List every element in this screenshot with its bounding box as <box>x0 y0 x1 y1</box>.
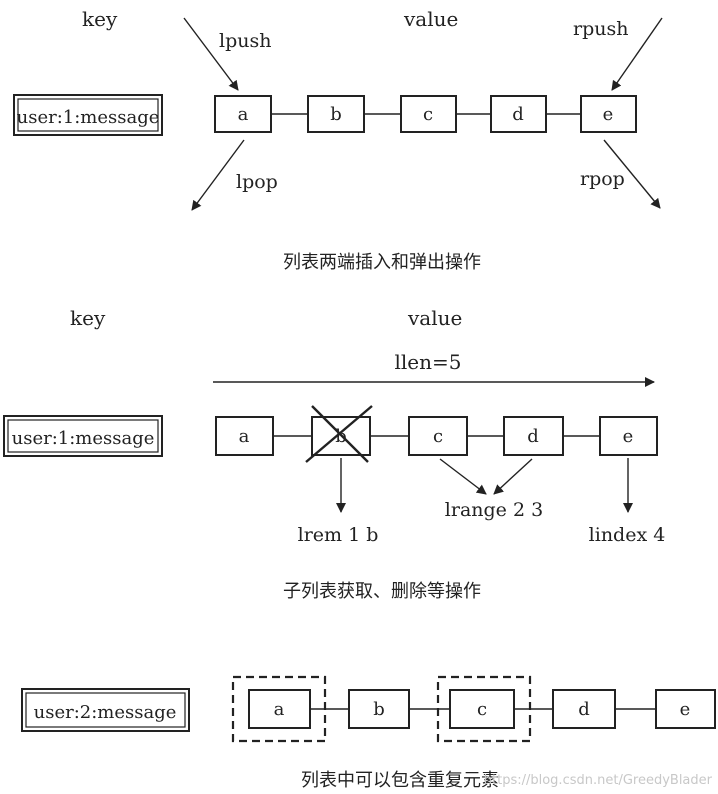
node-label: c <box>433 426 443 447</box>
list-node: e <box>599 416 658 456</box>
value-label: value <box>403 7 458 31</box>
list-node: c <box>449 689 515 729</box>
key-box-text: user:1:message <box>12 428 155 449</box>
lindex-label: lindex 4 <box>589 524 666 546</box>
list-node: b <box>348 689 410 729</box>
lpop-label: lpop <box>236 171 278 193</box>
caption: 列表两端插入和弹出操作 <box>283 252 481 273</box>
value-label: value <box>407 306 462 330</box>
key-box: user:2:message <box>21 688 190 732</box>
list-node: a <box>214 95 272 133</box>
list-node: a <box>248 689 311 729</box>
key-label: key <box>82 7 118 31</box>
rpush-arrow <box>611 17 663 91</box>
node-label: d <box>512 104 524 125</box>
list-node-removed: b <box>305 405 373 463</box>
panel-sublist: key value llen=5 user:1:message a b <box>3 306 666 602</box>
node-label: e <box>623 426 634 447</box>
panel-duplicates: user:2:message a b c d <box>21 675 716 791</box>
panel-push-pop: key value user:1:message a b c <box>13 7 663 273</box>
cross-mark <box>311 405 369 463</box>
list-node: e <box>580 95 637 133</box>
node-label: b <box>330 104 342 125</box>
key-box: user:1:message <box>3 415 163 457</box>
llen-label: llen=5 <box>395 350 462 374</box>
key-label: key <box>70 306 106 330</box>
rpop-label: rpop <box>580 168 625 190</box>
lrem-label: lrem 1 b <box>298 524 379 546</box>
node-label: a <box>238 104 249 125</box>
caption: 列表中可以包含重复元素 <box>301 770 499 791</box>
list-node: c <box>400 95 457 133</box>
lrange-label: lrange 2 3 <box>445 499 543 521</box>
list-node: d <box>552 689 616 729</box>
list-node: d <box>503 416 564 456</box>
key-box-text: user:2:message <box>34 702 177 723</box>
lpush-label: lpush <box>219 30 271 52</box>
node-label: a <box>274 699 285 720</box>
watermark: https://blog.csdn.net/GreedyBlader <box>484 773 713 788</box>
node-label: e <box>680 699 691 720</box>
lrange-arrow <box>439 458 487 495</box>
node-label: c <box>477 699 487 720</box>
list-node: c <box>408 416 468 456</box>
list-node: e <box>655 689 716 729</box>
node-label: a <box>239 426 250 447</box>
list-node: d <box>490 95 547 133</box>
rpop-arrow <box>603 139 661 209</box>
node-label: d <box>527 426 539 447</box>
rpush-label: rpush <box>573 18 628 40</box>
key-box-text: user:1:message <box>17 107 160 128</box>
list-node: b <box>307 95 365 133</box>
lrange-arrow <box>493 458 533 495</box>
lpush-arrow <box>183 17 239 91</box>
node-label: b <box>373 699 385 720</box>
node-label: e <box>603 104 614 125</box>
list-node: a <box>215 416 274 456</box>
node-label: c <box>423 104 433 125</box>
caption: 子列表获取、删除等操作 <box>283 581 481 602</box>
node-label: d <box>578 699 590 720</box>
lpop-arrow <box>191 139 245 211</box>
key-box: user:1:message <box>13 94 163 136</box>
